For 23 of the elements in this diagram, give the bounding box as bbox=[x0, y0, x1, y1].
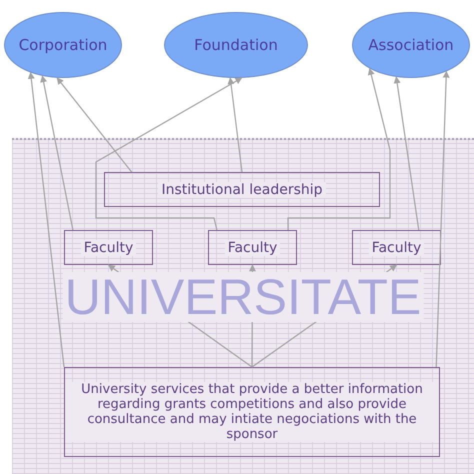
node-label: Institutional leadership bbox=[158, 182, 326, 198]
arrow bbox=[394, 76, 420, 230]
arrow bbox=[95, 77, 242, 230]
watermark-heading: UNIVERSITATE bbox=[62, 272, 424, 322]
university-region bbox=[12, 138, 474, 474]
arrow bbox=[56, 77, 132, 172]
node-label: Faculty bbox=[368, 240, 424, 256]
arrow bbox=[40, 75, 74, 230]
node-label: University services that provide a better information regarding grants competitions and also provide consultance and may intiate negociations with the sponsor bbox=[65, 382, 439, 442]
process-box bbox=[64, 367, 440, 457]
node-label: Association bbox=[368, 36, 454, 54]
node-label: Corporation bbox=[18, 36, 108, 54]
arrow bbox=[436, 70, 450, 368]
process-box bbox=[352, 230, 441, 265]
arrow bbox=[228, 77, 243, 172]
node-label: Faculty bbox=[80, 240, 136, 256]
process-box bbox=[104, 172, 380, 207]
node-label: Foundation bbox=[194, 36, 278, 54]
node-label: Faculty bbox=[224, 240, 280, 256]
process-box bbox=[208, 230, 297, 265]
arrow bbox=[287, 68, 391, 230]
arrow bbox=[28, 72, 65, 368]
process-box bbox=[64, 230, 153, 265]
